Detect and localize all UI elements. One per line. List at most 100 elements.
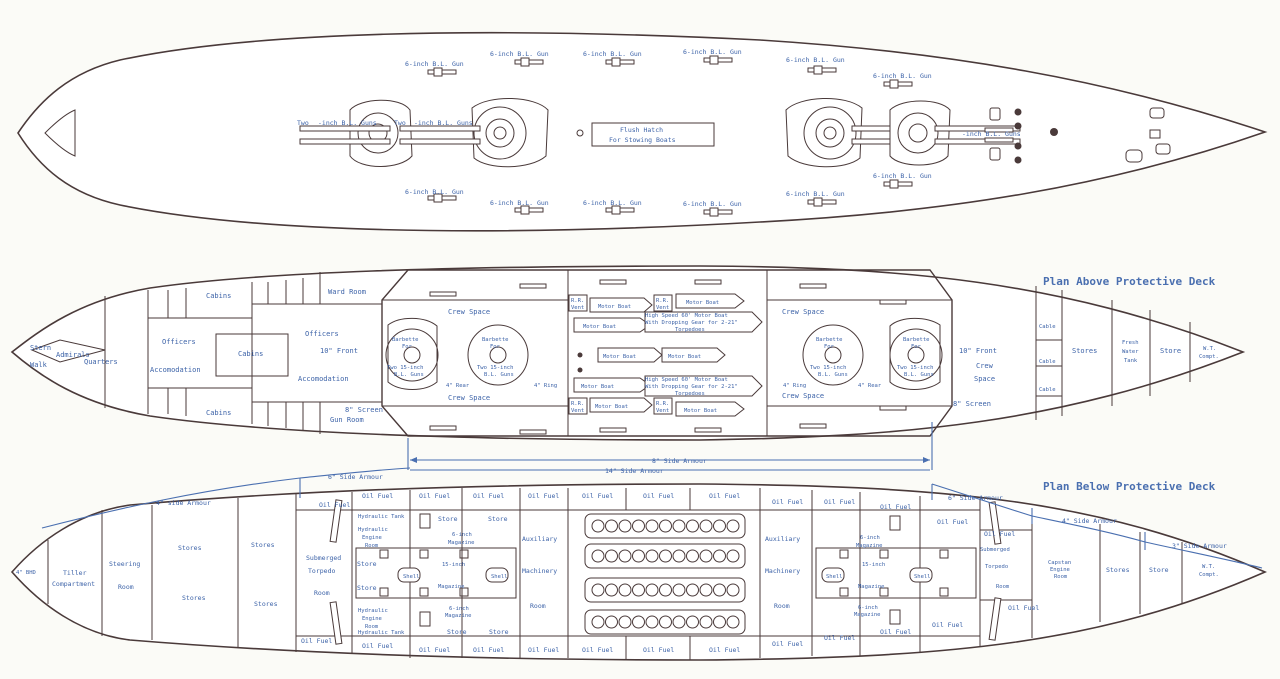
officers-label: Officers bbox=[162, 338, 196, 346]
boiler-tube bbox=[632, 549, 645, 563]
boiler-tube bbox=[713, 549, 726, 563]
oil-fuel-label: Oil Fuel bbox=[473, 646, 504, 654]
submerged-torpedo-label: Room bbox=[314, 589, 330, 597]
boiler-tube bbox=[686, 519, 699, 533]
flush-hatch-label: For Stowing Boats bbox=[609, 136, 676, 144]
boiler-tube bbox=[618, 519, 632, 533]
boiler-tubes bbox=[591, 519, 740, 629]
magazine-6in-label: 6-inch bbox=[858, 605, 878, 611]
vent-label: Vent bbox=[571, 305, 584, 311]
motor-boat-label: Motor Boat bbox=[581, 384, 614, 390]
boiler-tube bbox=[699, 583, 713, 597]
forecastle-fittings bbox=[984, 107, 1171, 164]
high-speed-boat-label: With Dropping Gear for 2-21" bbox=[645, 320, 738, 326]
boiler-tube bbox=[726, 583, 740, 597]
boiler-tube bbox=[632, 519, 645, 533]
ring-armour-label: 4" Ring bbox=[783, 383, 806, 389]
boiler-tube bbox=[591, 519, 605, 533]
above-protective-deck-plan: Plan Above Protective Deck bbox=[10, 265, 1246, 441]
wt-compt-label: Compt. bbox=[1199, 354, 1219, 360]
cable-label: Cable bbox=[1039, 324, 1056, 330]
magazine-6in-label: 6-inch bbox=[449, 606, 469, 612]
oil-fuel-label: Oil Fuel bbox=[473, 492, 504, 500]
front-armour-label: 10" Front bbox=[959, 347, 997, 355]
stores-label: Stores bbox=[182, 594, 206, 602]
boiler-tube bbox=[726, 549, 740, 563]
motor-boat-label: Motor Boat bbox=[684, 408, 717, 414]
cable-label: Cable bbox=[1039, 387, 1056, 393]
stores-label: Stores bbox=[1072, 347, 1097, 355]
boiler-tube bbox=[618, 583, 632, 597]
lower-deck-hull bbox=[10, 483, 1268, 661]
vent-label: Vent bbox=[656, 408, 669, 414]
boiler-tube bbox=[713, 583, 726, 597]
title-above-protective-deck: Plan Above Protective Deck bbox=[1043, 275, 1216, 288]
boiler-tube bbox=[605, 519, 618, 533]
high-speed-boat-label: With Dropping Gear for 2-21" bbox=[645, 384, 738, 390]
motor-boat-label: Motor Boat bbox=[583, 324, 616, 330]
barbette-label: Two 15-inch bbox=[897, 365, 933, 371]
boiler-tube bbox=[659, 615, 672, 629]
tiller-label: Tiller bbox=[63, 569, 87, 577]
admirals-quarters-label: Admirals bbox=[56, 351, 90, 359]
store-label: Store bbox=[488, 515, 508, 523]
tiller-label: Compartment bbox=[52, 580, 95, 588]
hydraulic-engine-label: Room bbox=[365, 543, 379, 549]
crew-space-label: Crew Space bbox=[782, 308, 824, 316]
vent-label: R.R. bbox=[656, 401, 669, 407]
boiler-tube bbox=[591, 583, 605, 597]
side-armour-label: 6" Side Armour bbox=[328, 473, 383, 481]
oil-fuel-label: Oil Fuel bbox=[301, 637, 332, 645]
oil-fuel-label: Oil Fuel bbox=[419, 646, 450, 654]
flush-hatch bbox=[591, 122, 715, 147]
fresh-water-tank-label: Tank bbox=[1124, 358, 1138, 364]
stores-label: Stores bbox=[251, 541, 275, 549]
aft-superfiring-turret bbox=[399, 98, 549, 168]
auxiliary-machinery-label: Room bbox=[530, 602, 546, 610]
lower-bulkheads bbox=[101, 488, 1183, 660]
barbette-label: Barbette bbox=[482, 337, 509, 343]
boiler-tube bbox=[645, 549, 659, 563]
barbette-label: For bbox=[824, 344, 835, 350]
hydraulic-tank-label: Hydraulic Tank bbox=[358, 514, 405, 520]
stern-walk-label: Walk bbox=[30, 361, 48, 369]
oil-fuel-label: Oil Fuel bbox=[528, 646, 559, 654]
oil-fuel-label: Oil Fuel bbox=[824, 498, 855, 506]
capstan-engine-label: Room bbox=[1054, 574, 1068, 580]
turret-label-two: Two bbox=[297, 119, 309, 127]
barbette-label: Two 15-inch bbox=[387, 365, 423, 371]
boiler-tube bbox=[686, 549, 699, 563]
barbette-label: Barbette bbox=[392, 337, 419, 343]
magazine-6in-label: 6-inch bbox=[860, 535, 880, 541]
gun-label: 6-inch B.L. Gun bbox=[583, 199, 642, 207]
turret-label-guns: -inch B.L. Guns bbox=[414, 119, 473, 127]
aft-turret bbox=[299, 99, 413, 167]
flush-hatch-label: Flush Hatch bbox=[620, 126, 663, 134]
upper-deck-plan: 6-inch B.L. Gun 6-inch B.L. Gun 6-inch B… bbox=[17, 31, 1268, 232]
magazine-15in-label: 15-inch bbox=[442, 562, 465, 568]
screen-armour-label: 8" Screen bbox=[345, 406, 383, 414]
magazine-6in-label: 6-inch bbox=[452, 532, 472, 538]
hydraulic-engine-label: Engine bbox=[362, 616, 382, 622]
oil-fuel-label: Oil Fuel bbox=[880, 628, 911, 636]
boiler-tube bbox=[699, 549, 713, 563]
shell-room-label: Shell bbox=[914, 574, 931, 580]
ring-armour-label: 4" Ring bbox=[534, 383, 557, 389]
side-armour-label: 3" Side Armour bbox=[1172, 542, 1227, 550]
cabins-label: Cabins bbox=[238, 350, 263, 358]
boiler-tube bbox=[726, 519, 740, 533]
gun-label: 6-inch B.L. Gun bbox=[405, 188, 464, 196]
oil-fuel-label: Oil Fuel bbox=[582, 646, 613, 654]
gun-label: 6-inch B.L. Gun bbox=[873, 72, 932, 80]
cabins-label: Cabins bbox=[206, 409, 231, 417]
hydraulic-engine-label: Engine bbox=[362, 535, 382, 541]
stores-label: Stores bbox=[1106, 566, 1130, 574]
auxiliary-machinery-label: Room bbox=[774, 602, 790, 610]
steering-room-label: Room bbox=[118, 583, 134, 591]
motor-boat-label: Motor Boat bbox=[668, 354, 701, 360]
side-armour-label: 4" side Armour bbox=[156, 499, 211, 507]
motor-boat-label: Motor Boat bbox=[595, 404, 628, 410]
boiler-tube bbox=[713, 615, 726, 629]
submerged-torpedo-label: Submerged bbox=[306, 554, 341, 562]
